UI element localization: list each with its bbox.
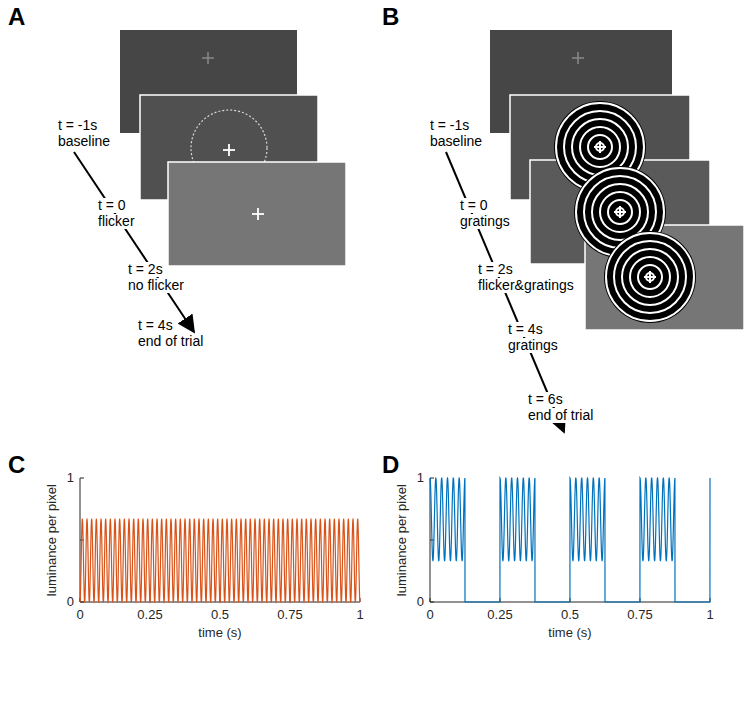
grating-ring <box>614 241 686 313</box>
tick-label: 0.5 <box>561 608 579 622</box>
grating-ring <box>638 265 662 289</box>
grating-ring <box>610 237 690 317</box>
timeline-label: gratings <box>506 338 560 353</box>
timeline-label: t = 6s <box>526 392 565 407</box>
timeline-label: no flicker <box>126 278 186 293</box>
timeline-label: end of trial <box>526 408 595 423</box>
tick-label: 1 <box>706 608 713 622</box>
grating-ring <box>592 139 608 155</box>
grating-ring <box>592 184 648 240</box>
timeline-label: baseline <box>428 134 484 149</box>
panel-letter: C <box>8 452 25 478</box>
grating-ring <box>618 245 682 309</box>
screen <box>168 162 346 266</box>
tick-label: 0.25 <box>137 608 162 622</box>
tick-label: 0 <box>67 595 74 609</box>
tick-label: 0.75 <box>277 608 302 622</box>
grating-ring <box>584 131 616 163</box>
x-tick <box>430 598 431 602</box>
grating-disc <box>604 231 696 323</box>
axis-label: time (s) <box>548 626 591 640</box>
tick-label: 1 <box>356 608 363 622</box>
timeline-label: t = -1s <box>428 118 471 133</box>
tick-label: 0.75 <box>627 608 652 622</box>
grating-ring <box>604 196 636 228</box>
timeline-label: t = 2s <box>126 262 165 277</box>
axis-label: luminance per pixel <box>45 484 59 596</box>
timeline-label: t = 0 <box>96 198 128 213</box>
timeline-label: t = 0 <box>458 198 490 213</box>
time-arrow <box>74 152 194 332</box>
grating-ring <box>600 192 640 232</box>
grating-ring <box>642 269 658 285</box>
grating-ring <box>626 253 674 301</box>
panel-letter: B <box>382 4 399 30</box>
grating-ring <box>608 200 632 224</box>
grating-ring <box>634 261 666 293</box>
tick-label: 0 <box>76 608 83 622</box>
grating-ring <box>606 233 694 321</box>
y-tick <box>80 478 84 479</box>
tick-label: 0.5 <box>211 608 229 622</box>
fixation-cross <box>599 141 601 153</box>
fixation-cross <box>619 206 621 218</box>
panel-letter: A <box>8 4 25 30</box>
grating-ring <box>588 135 612 159</box>
panel-letter: D <box>382 452 399 478</box>
tick-label: 0 <box>426 608 433 622</box>
timeline-label: flicker <box>96 214 137 229</box>
timeline-label: t = -1s <box>56 118 99 133</box>
luminance-trace <box>80 519 360 602</box>
tick-label: 1 <box>417 471 424 485</box>
axis-label: time (s) <box>198 626 241 640</box>
grating-ring <box>580 127 620 167</box>
grating-ring <box>630 257 670 297</box>
grating-ring <box>612 204 628 220</box>
timeline-label: t = 4s <box>506 322 545 337</box>
luminance-trace <box>430 478 710 602</box>
fixation-cross <box>649 271 651 283</box>
timeline-label: flicker&gratings <box>476 278 576 293</box>
grating-ring <box>576 123 624 171</box>
tick-label: 0.25 <box>487 608 512 622</box>
plots <box>80 478 710 602</box>
timeline-label: end of trial <box>136 334 205 349</box>
panel-a-screens <box>120 30 346 266</box>
tick-label: 0 <box>417 595 424 609</box>
tick-label: 1 <box>67 471 74 485</box>
y-tick <box>430 602 434 603</box>
axis-label: luminance per pixel <box>395 484 409 596</box>
timeline-label: baseline <box>56 134 112 149</box>
timeline-label: t = 2s <box>476 262 515 277</box>
timeline-label: gratings <box>458 214 512 229</box>
grating-ring <box>596 188 644 236</box>
timeline-label: t = 4s <box>136 318 175 333</box>
grating-ring <box>622 249 678 305</box>
